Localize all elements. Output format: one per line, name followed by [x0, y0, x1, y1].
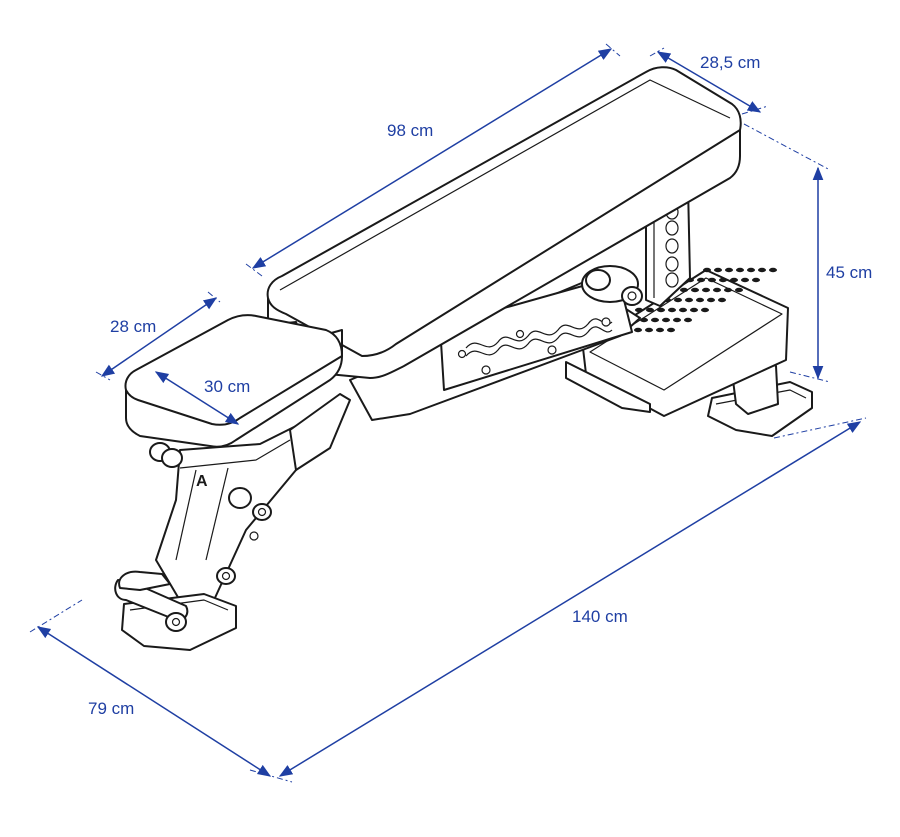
label-height: 45 cm [826, 263, 872, 282]
dimension-front-pad-width: 28 cm [95, 291, 221, 381]
plate-hole [752, 277, 760, 283]
plate-hole [708, 277, 716, 283]
dimension-annotations: 98 cm 28,5 cm 45 cm 28 cm 30 cm [29, 43, 872, 783]
label-seat-width: 28,5 cm [700, 53, 760, 72]
plate-hole [769, 267, 777, 273]
plate-hole [719, 277, 727, 283]
plate-hole [696, 297, 704, 303]
plate-hole [703, 267, 711, 273]
upright-holes [665, 204, 679, 288]
frame-beam [349, 265, 643, 421]
upright-hole [665, 256, 679, 272]
plate-hole [656, 327, 664, 333]
plate-hole [685, 297, 693, 303]
bench-illustration: A [114, 66, 813, 651]
plate-hole [684, 317, 692, 323]
plate-hole [645, 327, 653, 333]
plate-hole [713, 287, 721, 293]
plate-hole [747, 267, 755, 273]
plate-hole [679, 307, 687, 313]
plate-hole [646, 307, 654, 313]
plate-hole [758, 267, 766, 273]
plate-hole [691, 287, 699, 293]
plate-hole [714, 267, 722, 273]
label-front-pad-width: 28 cm [110, 317, 156, 336]
dimension-total-length: 140 cm [249, 417, 867, 783]
plate-hole [707, 297, 715, 303]
plate-hole [667, 327, 675, 333]
dimension-seat-width: 28,5 cm [649, 47, 769, 115]
label-seat-length: 98 cm [387, 121, 433, 140]
plate-hole [697, 277, 705, 283]
upright-hole [665, 238, 679, 254]
plate-hole [730, 277, 738, 283]
plate-hole [640, 317, 648, 323]
plate-hole [668, 307, 676, 313]
plate-hole [657, 307, 665, 313]
plate-hole [690, 307, 698, 313]
plate-hole [718, 297, 726, 303]
label-total-length: 140 cm [572, 607, 628, 626]
dimension-seat-length: 98 cm [245, 43, 621, 277]
plate-hole [735, 287, 743, 293]
plate-hole [736, 267, 744, 273]
plate-hole [724, 287, 732, 293]
plate-hole [741, 277, 749, 283]
label-total-width: 79 cm [88, 699, 134, 718]
plate-hole [651, 317, 659, 323]
plate-hole [701, 307, 709, 313]
dimension-height: 45 cm [743, 123, 872, 383]
upright-hole [665, 272, 679, 288]
plate-hole [674, 297, 682, 303]
label-front-pad-length: 30 cm [204, 377, 250, 396]
dimension-front-pad-length: 30 cm [154, 371, 250, 425]
plate-hole [702, 287, 710, 293]
plate-hole [680, 287, 688, 293]
logo-mark: A [196, 473, 208, 490]
plate-hole [635, 307, 643, 313]
plate-hole [725, 267, 733, 273]
plate-hole [673, 317, 681, 323]
plate-hole [634, 327, 642, 333]
dimension-total-width: 79 cm [29, 599, 272, 777]
plate-hole [662, 317, 670, 323]
upright-hole [665, 220, 679, 236]
